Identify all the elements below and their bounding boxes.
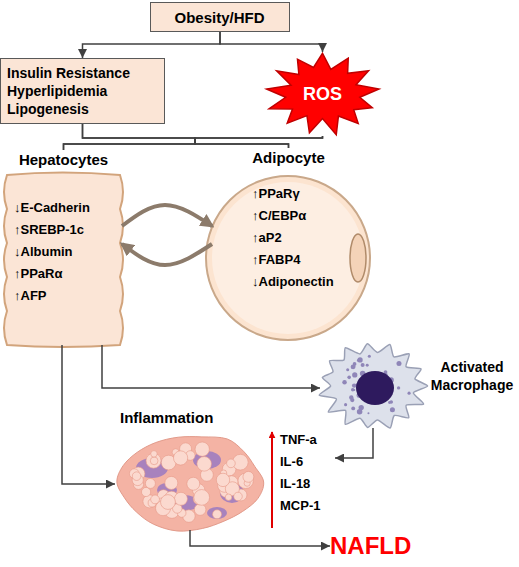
fat-droplet xyxy=(145,478,155,488)
marker-item: ↓Albumin xyxy=(14,244,120,260)
marker-item: ↑FABP4 xyxy=(252,252,362,268)
hepatocyte-cell: Hepatocytes ↓E-Cadherin ↑SREBP-1c ↓Albumin ↑… xyxy=(2,150,125,348)
fat-droplet xyxy=(227,459,236,468)
fat-droplet xyxy=(151,451,158,458)
granule xyxy=(349,395,353,399)
fat-droplet xyxy=(243,471,254,482)
fat-droplet xyxy=(234,492,243,501)
granule xyxy=(368,355,371,358)
marker-item: ↑C/EBPα xyxy=(252,208,362,224)
connector-arrow xyxy=(83,32,221,58)
marker-item: ↑PPaRα xyxy=(14,266,120,282)
fat-droplet xyxy=(216,473,229,486)
marker-item: ↓E-Cadherin xyxy=(14,200,120,216)
connector-arrow xyxy=(190,530,330,546)
fat-droplet xyxy=(161,495,176,510)
marker-item: IL-6 xyxy=(280,454,335,470)
connector-arrow xyxy=(220,32,323,52)
granule xyxy=(397,386,400,389)
granule xyxy=(357,357,362,362)
fat-droplet xyxy=(194,490,210,506)
fat-droplet xyxy=(187,477,200,490)
cell-outline xyxy=(206,176,370,340)
marker-item: ↑AFP xyxy=(14,288,120,304)
node-shape xyxy=(112,408,335,532)
fat-droplet xyxy=(150,457,158,465)
fat-droplet xyxy=(173,451,187,465)
marker-item: ↓Adiponectin xyxy=(252,274,362,290)
fat-droplet xyxy=(141,487,150,496)
lipid-droplet xyxy=(212,182,364,334)
connector-arrow xyxy=(335,428,373,458)
granule xyxy=(407,392,410,395)
outcome-label: NAFLD xyxy=(330,532,440,560)
granule xyxy=(342,380,346,384)
connector-arrow xyxy=(122,244,212,265)
connector-arrow xyxy=(64,136,323,150)
connector-arrow xyxy=(83,124,289,148)
granule xyxy=(352,372,357,377)
node-heading: Obesity/HFD xyxy=(151,8,288,27)
fat-droplet xyxy=(213,510,222,519)
fat-droplet xyxy=(197,457,212,472)
node-heading: Adipocyte xyxy=(205,148,372,167)
marker-item: ↑aP2 xyxy=(252,230,362,246)
macrophage-cell: Activated Macrophage xyxy=(318,330,519,428)
cause-box: Obesity/HFD xyxy=(150,2,290,32)
ros-starburst: ROS xyxy=(265,52,380,136)
granule xyxy=(344,403,347,406)
connector-arrow xyxy=(62,345,115,484)
granule xyxy=(346,368,349,371)
inflamed-liver: InflammationTNF-aIL-6IL-18MCP-1 xyxy=(112,408,335,532)
fat-droplet xyxy=(225,494,231,500)
marker-item: ↑PPaRγ xyxy=(252,186,362,202)
increase-arrow xyxy=(271,432,273,528)
granule xyxy=(352,383,356,387)
immune-infiltrate xyxy=(207,507,227,519)
node-heading: Activated Macrophage xyxy=(426,358,518,394)
granule xyxy=(351,364,356,369)
node-heading: Insulin Resistance Hyperlipidemia Lipoge… xyxy=(7,64,159,118)
connector-arrow xyxy=(195,136,323,148)
node-heading: NAFLD xyxy=(330,532,440,560)
node-heading: Hepatocytes xyxy=(6,150,121,169)
node-heading: ROS xyxy=(265,83,380,106)
fat-droplet xyxy=(132,472,141,481)
condition-box: Insulin Resistance Hyperlipidemia Lipoge… xyxy=(0,58,165,124)
granule xyxy=(396,361,401,366)
granule xyxy=(357,409,363,415)
granule xyxy=(367,412,369,414)
marker-item: IL-18 xyxy=(280,476,335,492)
granule xyxy=(390,407,395,412)
granule xyxy=(347,376,351,380)
connector-arrow xyxy=(102,345,320,388)
node-shape xyxy=(205,148,372,342)
marker-item: MCP-1 xyxy=(280,498,335,514)
node-heading: Inflammation xyxy=(120,408,240,427)
fat-droplet xyxy=(174,492,187,505)
tissue-outline xyxy=(117,437,264,532)
granule xyxy=(361,363,365,367)
fat-droplet xyxy=(194,504,206,516)
connector-arrow xyxy=(122,205,212,226)
nucleus xyxy=(356,371,394,405)
marker-item: ↑SREBP-1c xyxy=(14,222,120,238)
granule xyxy=(389,400,393,404)
granule xyxy=(351,406,355,410)
fat-droplet xyxy=(195,442,209,456)
adipocyte-cell: Adipocyte ↑PPaRγ ↑C/EBPα ↑aP2 ↑FABP4 ↓Adipone… xyxy=(205,148,372,342)
fat-droplet xyxy=(165,476,178,489)
connector-arrow xyxy=(64,124,196,150)
cell-outline xyxy=(319,344,427,428)
granule xyxy=(351,388,355,392)
marker-item: TNF-a xyxy=(280,432,335,448)
granule xyxy=(357,359,359,361)
nucleus xyxy=(350,234,366,282)
fat-droplet xyxy=(151,495,160,504)
cell-outline xyxy=(4,173,123,348)
granule xyxy=(366,364,369,367)
